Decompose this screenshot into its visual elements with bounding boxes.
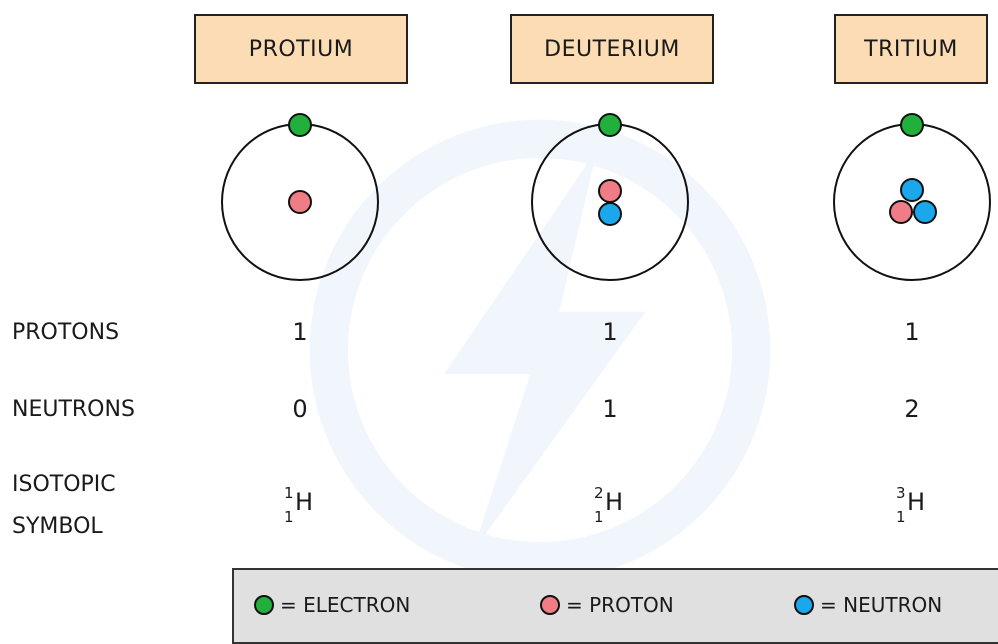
deuterium-atomic-number: 1	[594, 508, 604, 526]
protium-mass-number: 1	[284, 484, 294, 502]
legend: = ELECTRON = PROTON = NEUTRON	[232, 568, 998, 644]
neutron-icon	[794, 595, 814, 615]
protium-atom	[221, 113, 379, 281]
deuterium-proton	[598, 179, 622, 203]
tritium-label: TRITIUM	[834, 14, 988, 84]
tritium-proton	[889, 200, 913, 224]
tritium-element: H	[907, 488, 926, 516]
protium-proton	[288, 190, 312, 214]
proton-icon	[540, 595, 560, 615]
deuterium-label: DEUTERIUM	[510, 14, 714, 84]
legend-electron-label: = ELECTRON	[280, 593, 411, 617]
tritium-electron	[900, 113, 924, 137]
tritium-atomic-number: 1	[896, 508, 906, 526]
tritium-neutron-bottom	[913, 200, 937, 224]
legend-proton-label: = PROTON	[566, 593, 674, 617]
electron-icon	[254, 595, 274, 615]
protium-symbol: 1 1 H	[284, 484, 364, 534]
watermark-logo	[309, 119, 771, 581]
tritium-neutrons: 2	[904, 395, 920, 423]
atom-diagrams	[221, 113, 991, 281]
tritium-protons: 1	[904, 318, 920, 346]
protium-element: H	[295, 488, 314, 516]
deuterium-electron	[598, 113, 622, 137]
legend-proton: = PROTON	[540, 593, 674, 617]
legend-neutron-label: = NEUTRON	[820, 593, 943, 617]
protium-label: PROTIUM	[194, 14, 408, 84]
tritium-symbol: 3 1 H	[896, 484, 976, 534]
tritium-atom	[833, 113, 991, 281]
deuterium-neutron	[598, 202, 622, 226]
deuterium-atom	[531, 113, 689, 281]
legend-electron: = ELECTRON	[254, 593, 410, 617]
symbol-row-label-line2: SYMBOL	[12, 514, 103, 539]
deuterium-neutrons: 1	[602, 395, 618, 423]
deuterium-element: H	[605, 488, 624, 516]
symbol-row-label-line1: ISOTOPIC	[12, 472, 116, 497]
legend-neutron: = NEUTRON	[794, 593, 942, 617]
deuterium-mass-number: 2	[594, 484, 604, 502]
protium-neutrons: 0	[292, 395, 308, 423]
deuterium-symbol: 2 1 H	[594, 484, 674, 534]
tritium-mass-number: 3	[896, 484, 906, 502]
protium-atomic-number: 1	[284, 508, 294, 526]
protium-electron	[288, 113, 312, 137]
neutrons-row-label: NEUTRONS	[12, 397, 135, 422]
protons-row-label: PROTONS	[12, 320, 120, 345]
protium-protons: 1	[292, 318, 308, 346]
tritium-neutron-top	[900, 178, 924, 202]
deuterium-protons: 1	[602, 318, 618, 346]
